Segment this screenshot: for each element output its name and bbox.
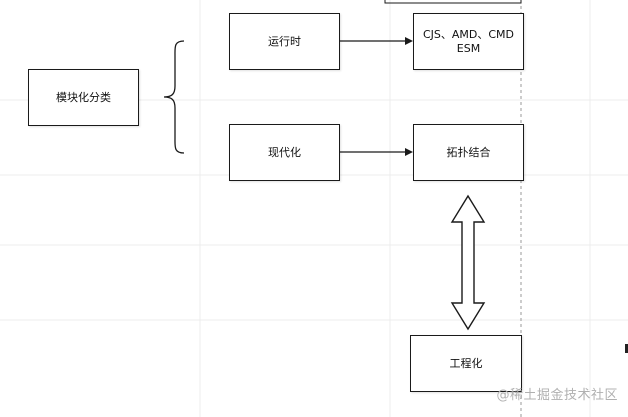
module-formats-label-line-1: CJS、AMD、CMD	[422, 27, 515, 41]
engineering-label: 工程化	[449, 356, 483, 370]
edge-marker	[625, 344, 628, 353]
engineering-node: 工程化	[410, 335, 522, 392]
module-formats-label-line-2: ESM	[456, 41, 481, 55]
module-formats-node: CJS、AMD、CMD ESM	[413, 13, 524, 70]
watermark-text: @稀土掘金技术社区	[496, 388, 618, 403]
module-classification-node: 模块化分类	[28, 69, 139, 126]
arrow-modern-to-topology	[340, 148, 413, 156]
partial-top-box	[384, 0, 522, 4]
double-arrow-topology-engineering	[450, 194, 486, 331]
modern-label: 现代化	[268, 145, 301, 159]
modern-node: 现代化	[229, 124, 340, 181]
runtime-node: 运行时	[229, 13, 340, 70]
curly-brace	[163, 40, 185, 154]
topology-node: 拓扑结合	[413, 124, 524, 181]
runtime-label: 运行时	[268, 34, 301, 48]
topology-label: 拓扑结合	[446, 145, 491, 159]
arrow-runtime-to-module-formats	[340, 37, 413, 45]
module-classification-label: 模块化分类	[56, 90, 111, 104]
